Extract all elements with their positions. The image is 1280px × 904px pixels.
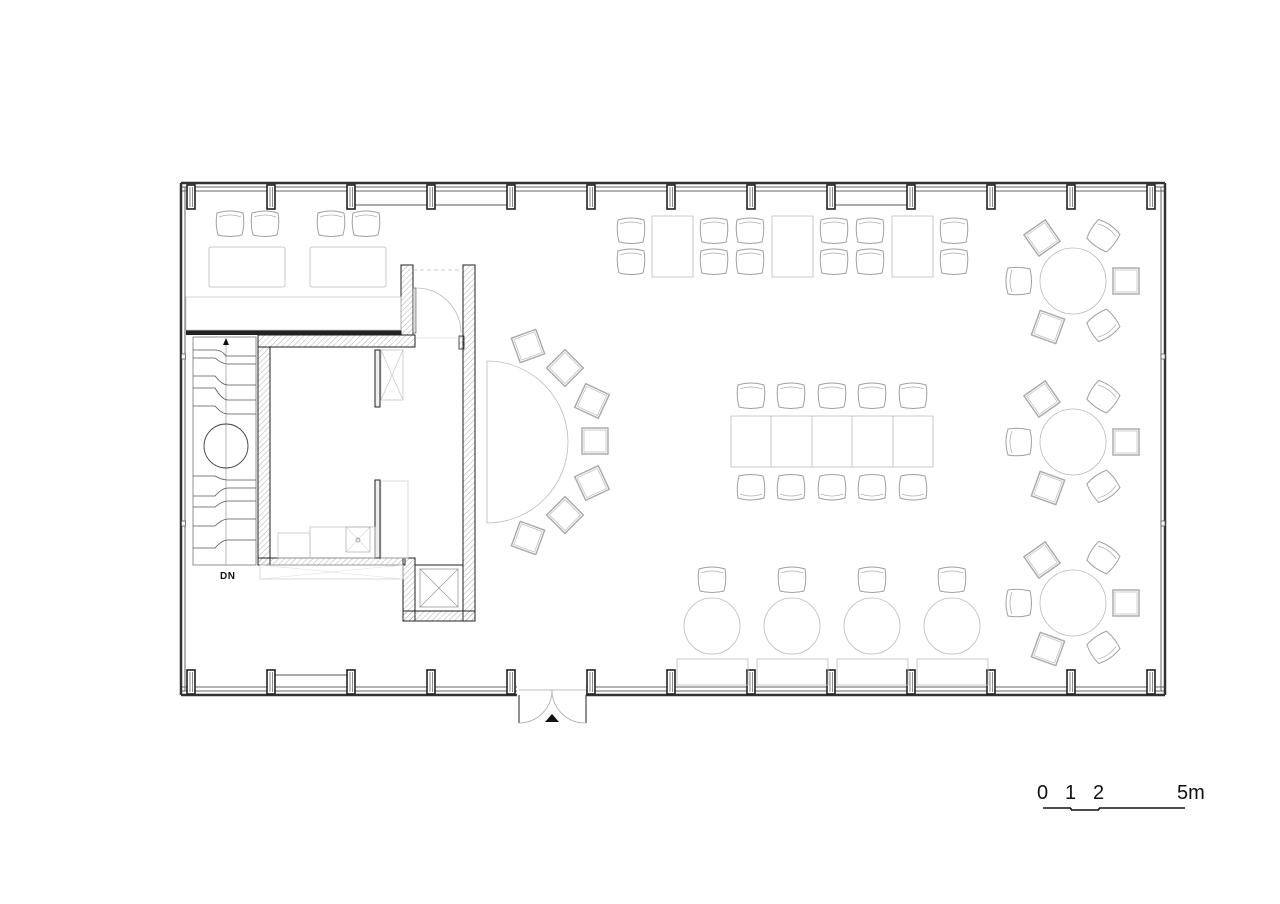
scale-bar: [1043, 807, 1185, 811]
semicircle-table: [486, 328, 610, 556]
scale-tick-1: 1: [1065, 782, 1077, 804]
bar-counter: [185, 296, 402, 331]
rect-tables-top-row: [616, 215, 969, 278]
exterior-walls: [179, 181, 1167, 697]
small-round-tables-bottom: [683, 566, 981, 655]
bottom-window-benches: [676, 658, 989, 686]
long-table-center: [730, 382, 934, 501]
entrance-double-door: [518, 689, 587, 724]
staircase: [192, 336, 257, 566]
columns-top: [186, 184, 1156, 210]
lift-shaft: [419, 568, 459, 608]
stair-direction-label: DN: [220, 571, 236, 582]
scale-tick-5m: 5m: [1177, 782, 1205, 804]
round-tables-right: [1005, 216, 1140, 667]
scale-tick-2: 2: [1093, 782, 1105, 804]
stair-landing-column: [203, 423, 249, 469]
sink-icon: [345, 526, 371, 553]
kitchen-core: [186, 264, 476, 622]
entrance-arrow-icon: [545, 714, 559, 722]
window-seating-top-left: [208, 210, 387, 288]
scale-tick-0: 0: [1037, 782, 1049, 804]
columns-bottom: [186, 669, 1156, 695]
